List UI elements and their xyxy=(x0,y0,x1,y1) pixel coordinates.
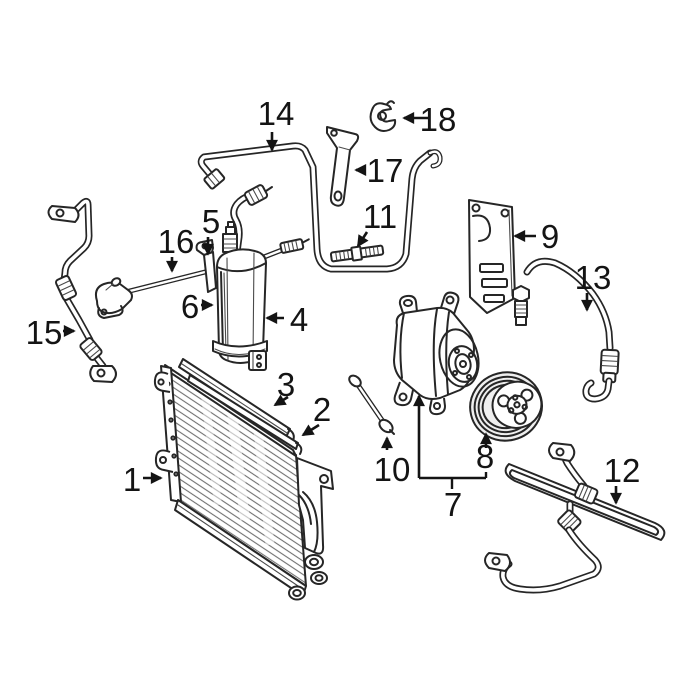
receiver-drier-drawing xyxy=(212,184,310,371)
callout-4: 4 xyxy=(290,301,308,338)
pipe-bracket-drawing xyxy=(326,126,360,207)
condenser-drawing xyxy=(153,364,334,601)
callout-9: 9 xyxy=(541,218,559,255)
left-ac-pipe-drawing xyxy=(47,201,117,383)
looped-hose-drawing xyxy=(484,442,666,590)
callout-8: 8 xyxy=(476,438,494,475)
clutch-pulley-drawing xyxy=(469,371,543,442)
callout-17: 17 xyxy=(367,152,404,189)
callout-11: 11 xyxy=(363,198,397,235)
liquid-line-pipe-drawing xyxy=(201,146,440,269)
callout-6: 6 xyxy=(181,288,199,325)
mounting-bolt-drawing xyxy=(348,374,395,435)
callout-arrows xyxy=(63,112,622,505)
compressor-bracket-drawing xyxy=(468,199,530,326)
support-rod-drawing xyxy=(94,271,209,319)
callout-14: 14 xyxy=(258,95,295,132)
callout-2: 2 xyxy=(313,391,331,428)
threaded-stud-drawing xyxy=(329,244,385,263)
callout-18: 18 xyxy=(420,101,457,138)
callout-7: 7 xyxy=(444,486,462,523)
callout-12: 12 xyxy=(604,452,641,489)
lower-seal-strip-drawing xyxy=(187,374,303,455)
callout-16: 16 xyxy=(158,223,195,260)
callout-13: 13 xyxy=(575,259,612,296)
callout-5: 5 xyxy=(202,203,220,240)
compressor-drawing xyxy=(393,291,480,416)
callout-3: 3 xyxy=(277,366,295,403)
suction-hose-drawing xyxy=(527,261,620,399)
callout-10: 10 xyxy=(374,451,411,488)
callout-15: 15 xyxy=(26,314,63,351)
callout-labels: 1 2 3 4 5 6 7 8 9 10 11 12 13 14 15 16 1… xyxy=(26,95,641,523)
drier-bracket-drawing xyxy=(195,239,217,293)
pipe-clamp-drawing xyxy=(369,100,397,132)
callout-1: 1 xyxy=(123,461,141,498)
